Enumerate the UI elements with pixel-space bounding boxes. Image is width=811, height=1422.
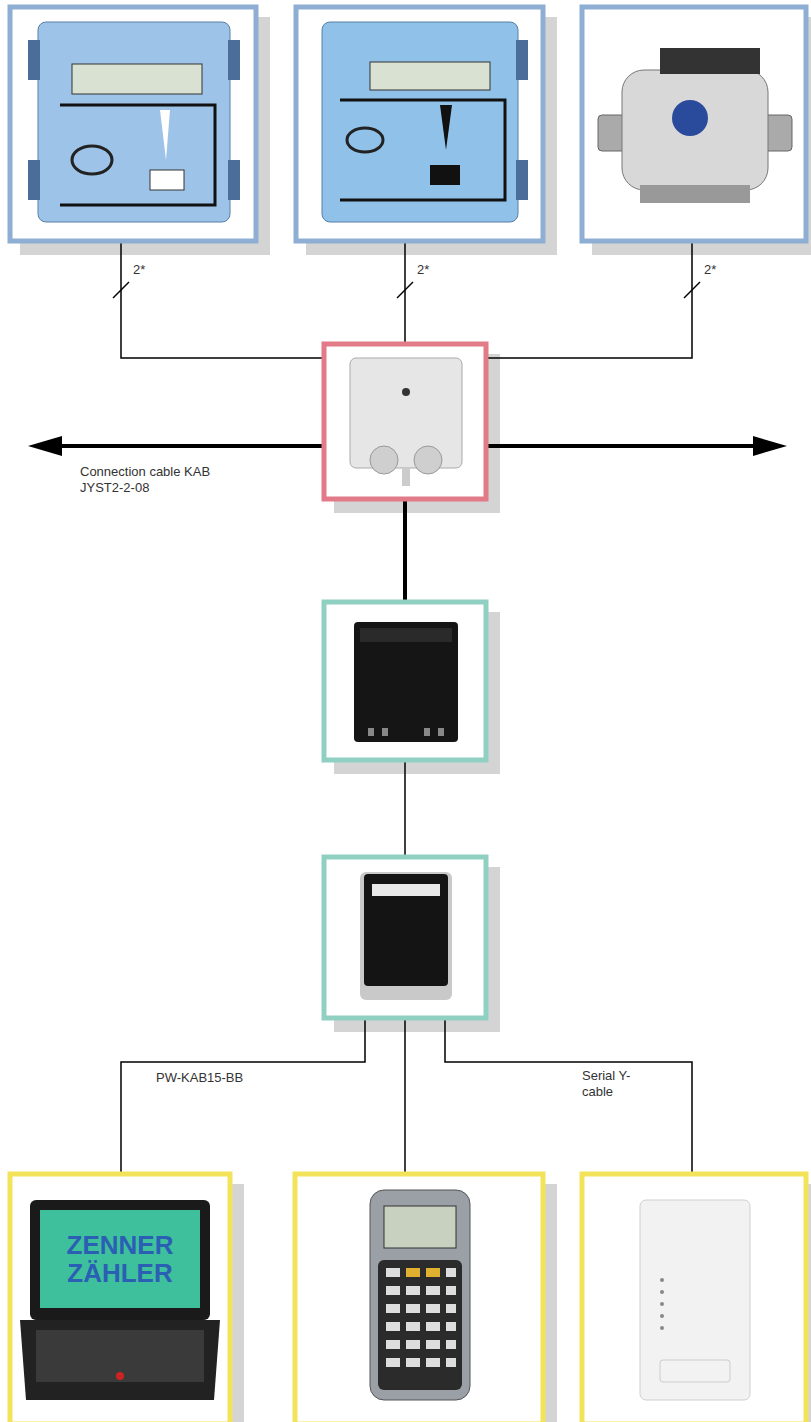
laptop xyxy=(20,1200,220,1400)
handheld-terminal xyxy=(370,1190,470,1400)
cable-label: PW-KAB15-BB xyxy=(156,1070,286,1086)
cable-label: Serial Y-cable xyxy=(582,1068,652,1100)
cable-label: 2* xyxy=(133,262,163,278)
modem xyxy=(640,1200,750,1400)
cable-label: 2* xyxy=(417,262,447,278)
bus-adapter xyxy=(354,622,458,742)
heat-meter xyxy=(28,22,240,222)
junction-box xyxy=(350,358,462,486)
cable-label: Connection cable KAB JYST2-2-08 xyxy=(80,464,240,496)
screen-text: ZENNER ZÄHLER xyxy=(42,1231,198,1287)
reader-module xyxy=(360,872,452,1000)
water-meter xyxy=(598,48,792,203)
frames xyxy=(10,7,806,1422)
energy-meter xyxy=(322,22,528,222)
cable-label: 2* xyxy=(704,262,734,278)
wires xyxy=(113,243,700,1172)
